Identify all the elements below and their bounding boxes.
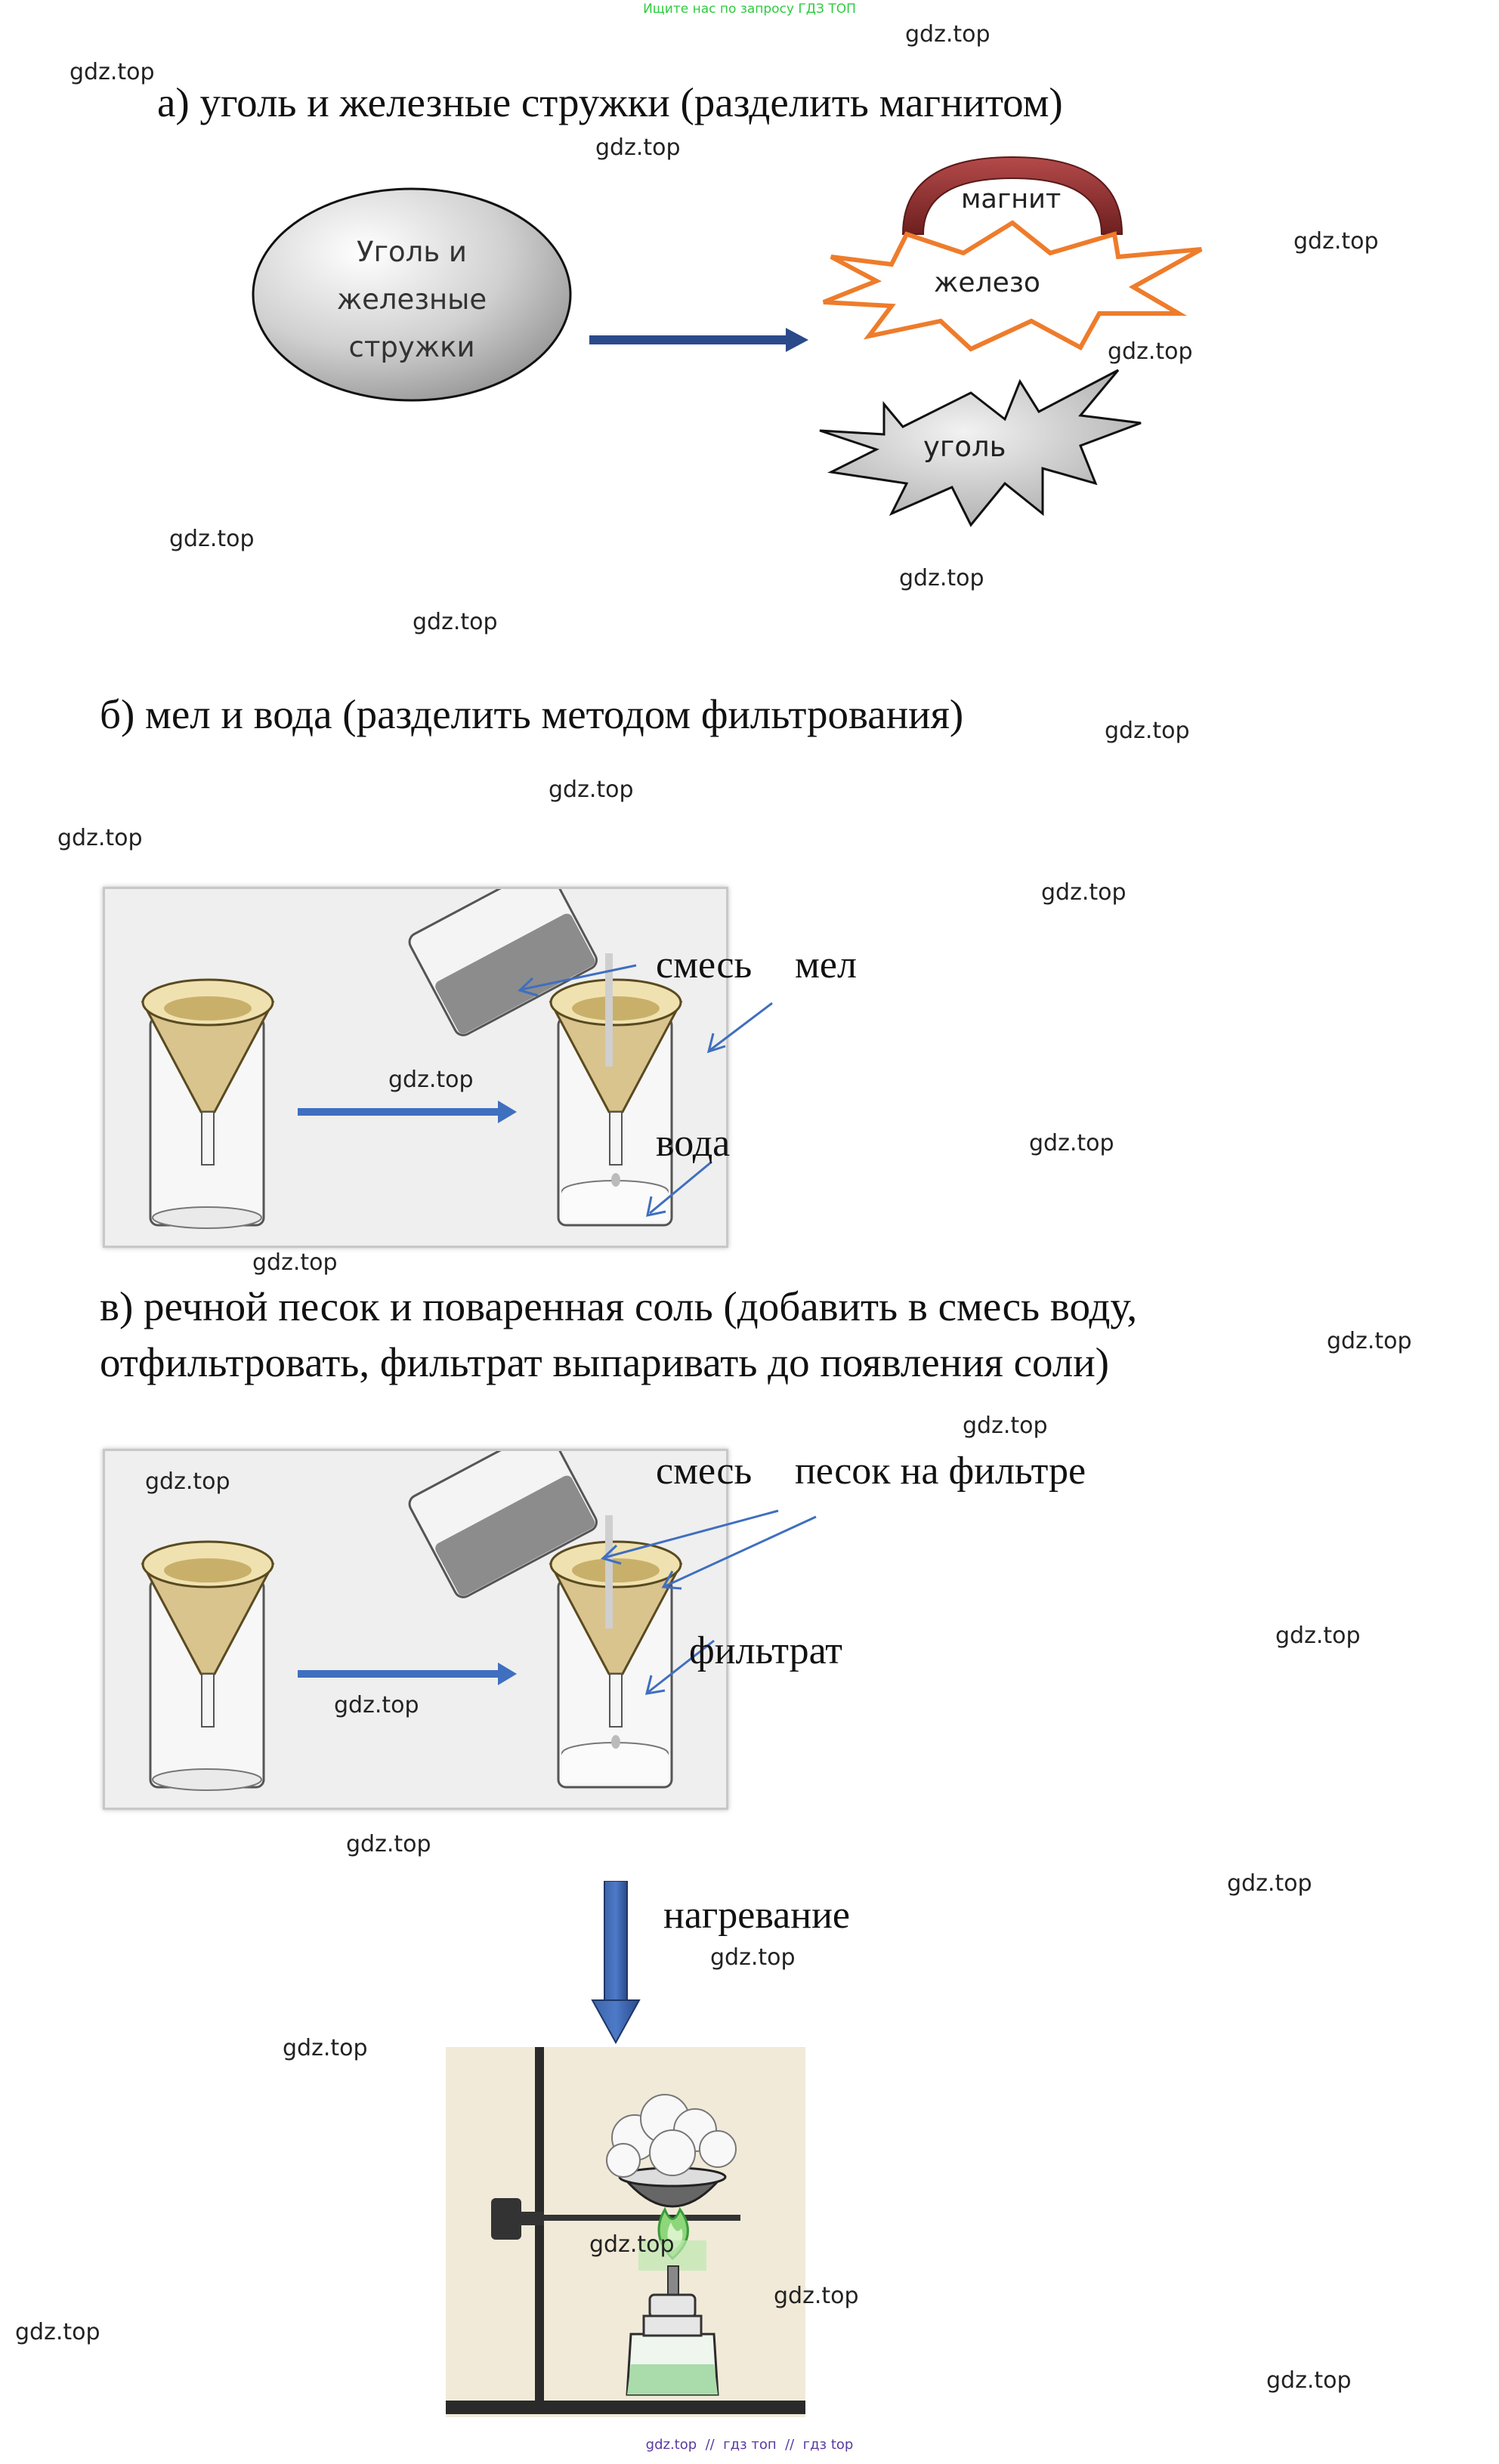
watermark: gdz.top [334, 1692, 419, 1718]
sand-label-v: песок на фильтре [795, 1450, 1086, 1493]
pointer-arrows-v [601, 1509, 817, 1695]
evaporation-illustration [446, 2047, 805, 2417]
watermark: gdz.top [169, 526, 255, 552]
watermark: gdz.top [413, 609, 498, 635]
water-label-b: вода [656, 1122, 731, 1165]
watermark: gdz.top [905, 21, 991, 48]
separation-arrow [589, 328, 808, 352]
watermark: gdz.top [252, 1249, 338, 1276]
coal-burst [819, 369, 1142, 527]
watermark: gdz.top [57, 825, 143, 851]
iron-label: железо [934, 267, 1040, 298]
mix-label-b: смесь [656, 943, 753, 987]
mix-label-v: смесь [656, 1450, 753, 1493]
filtration-illustration-v [141, 1428, 683, 1791]
watermark: gdz.top [15, 2319, 100, 2345]
chalk-label-b: мел [795, 943, 857, 987]
watermark: gdz.top [595, 134, 681, 161]
section-v-heading-line-2: отфильтровать, фильтрат выпаривать до по… [100, 1339, 1109, 1385]
heating-label: нагревание [663, 1894, 850, 1937]
filtrate-label-v: фильтрат [689, 1629, 843, 1672]
watermark: gdz.top [346, 1831, 431, 1857]
watermark: gdz.top [1293, 228, 1379, 255]
left-funnel-beaker [141, 978, 275, 1229]
filtration-illustration-b [141, 866, 683, 1229]
watermark: gdz.top [549, 777, 634, 803]
watermark: gdz.top [145, 1468, 230, 1495]
mixture-label-line-3: стружки [348, 331, 475, 363]
watermark: gdz.top [710, 1944, 796, 1971]
watermark: gdz.top [589, 2231, 675, 2258]
magnet-shape [901, 156, 1123, 235]
section-v-heading-line-1: в) речной песок и поваренная соль (добав… [100, 1283, 1138, 1329]
watermark: gdz.top [70, 59, 155, 85]
coal-label: уголь [923, 431, 1006, 463]
watermark: gdz.top [1105, 718, 1190, 744]
heating-arrow [591, 1881, 641, 2045]
mixture-label-line-2: железные [336, 283, 487, 316]
mixture-label-line-1: Уголь и [357, 236, 467, 268]
watermark: gdz.top [1041, 879, 1127, 906]
watermark: gdz.top [1327, 1328, 1412, 1354]
watermark: gdz.top [1108, 338, 1193, 365]
process-arrow-v [298, 1663, 517, 1685]
watermark: gdz.top [1266, 2367, 1352, 2394]
right-funnel-beaker-v [549, 1540, 683, 1789]
right-funnel-beaker [549, 978, 683, 1227]
left-funnel-beaker-v [141, 1540, 275, 1791]
section-b-heading: б) мел и вода (разделить методом фильтро… [100, 691, 964, 737]
section-a-heading: а) уголь и железные стружки (разделить м… [157, 79, 1063, 125]
watermark: gdz.top [388, 1067, 474, 1093]
pouring-beaker-v [408, 1428, 613, 1629]
magnet-label: магнит [961, 184, 1062, 215]
filtration-panel-v [103, 1428, 728, 1810]
pointer-arrows-b [518, 964, 773, 1217]
watermark: gdz.top [1275, 1623, 1361, 1649]
watermark: gdz.top [963, 1413, 1048, 1439]
watermark: gdz.top [283, 2035, 368, 2061]
watermark: gdz.top [899, 565, 984, 591]
section-a-diagram [252, 156, 1203, 527]
pouring-beaker-b [408, 866, 613, 1067]
mixture-ellipse [252, 187, 572, 402]
watermark: gdz.top [1029, 1130, 1114, 1156]
iron-burst [822, 220, 1203, 352]
bottom-banner[interactable]: gdz.top // гдз топ // гдз top [645, 2437, 854, 2453]
top-banner: Ищите нас по запросу ГДЗ ТОП [643, 2, 856, 17]
filtration-panel-b [103, 866, 728, 1248]
watermark: gdz.top [1227, 1870, 1312, 1897]
watermark: gdz.top [774, 2283, 859, 2309]
process-arrow-b [298, 1101, 517, 1123]
